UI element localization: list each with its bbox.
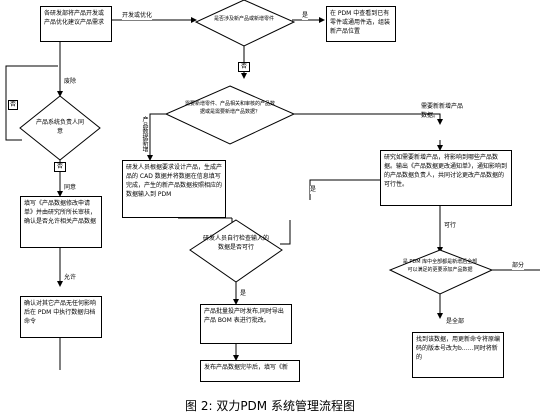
dev-design-text: 研发人员根据要求设计产品，生成产品的 CAD 数据并将数据在信息填写完成，产生的… bbox=[126, 164, 223, 198]
confirm-change-text: 确认对其它产品无任何影响后在 PDM 中执行数据归档命令 bbox=[24, 300, 97, 325]
research-node: 研究如需要新增产品，将影响到哪些产品数据。输出《产品数据更改通知单》，通知影响到… bbox=[380, 150, 512, 206]
decision-need-new-text: 需要新增零件、产品相关和审核的产品数据或是需要新增产品数据？ bbox=[184, 101, 275, 115]
label-no-2: 否 bbox=[8, 100, 19, 110]
decision-owner-diamond bbox=[19, 95, 101, 161]
start-node: 各研发部将产品开发或产品优化建议产品需求 bbox=[40, 6, 112, 42]
label-yes-2: 是 bbox=[310, 186, 317, 194]
label-allow: 允许 bbox=[64, 274, 77, 282]
decision-need-new-diamond bbox=[164, 85, 296, 145]
label-develop-optimize: 开发或优化 bbox=[122, 12, 153, 20]
label-all-yes: 是全部 bbox=[446, 318, 465, 326]
decision-exists-text: 是否涉及新产品或新增零件 bbox=[213, 16, 274, 22]
pdm-query-node: 在 PDM 中查看到已有零件或通用件选，组装新产品位置 bbox=[326, 6, 396, 42]
need-new-product-text: 需要新新增产品数据。 bbox=[421, 103, 464, 119]
fill-form-text: 填写《产品数据修改申请单》并由研究所所长审核，确认是否允许相关产品数据 bbox=[24, 200, 97, 225]
research-text: 研究如需要新增产品，将影响到哪些产品数据。输出《产品数据更改通知单》，通知影响到… bbox=[384, 154, 508, 188]
label-part: 部分 bbox=[512, 262, 525, 270]
label-reject: 废除 bbox=[64, 78, 77, 86]
need-new-product-node: 需要新新增产品数据。 bbox=[418, 100, 468, 124]
decision-pdm-new-diamond bbox=[388, 249, 494, 295]
label-yes-1: 是 bbox=[302, 12, 309, 20]
figure-caption: 图 2: 双力PDM 系统管理流程图 bbox=[185, 399, 355, 413]
label-no-3: 否 bbox=[54, 162, 67, 172]
decision-owner-text: 产品系统负责人同意 bbox=[35, 119, 84, 135]
label-agree: 同意 bbox=[64, 184, 77, 192]
pdm-query-text: 在 PDM 中查看到已有零件或通用件选，组装新产品位置 bbox=[330, 10, 391, 35]
start-node-text: 各研发部将产品开发或产品优化建议产品需求 bbox=[44, 10, 105, 26]
find-data-text: 找到该数据，用更新命令将原编码的版本号改为b……同时将新的 bbox=[416, 336, 501, 361]
decision-check-text: 研发人员自行检查输入的数据是否可行 bbox=[202, 235, 269, 251]
confirm-change-node: 确认对其它产品无任何影响后在 PDM 中执行数据归档命令 bbox=[20, 296, 102, 338]
decision-check-diamond bbox=[189, 219, 283, 283]
label-product-new: 产品数据新增 bbox=[141, 116, 148, 152]
batch-release-node: 产品批量投产时发布,同时导出产品 BOM 表进行批改。 bbox=[200, 304, 292, 344]
find-data-node: 找到该数据，用更新命令将原编码的版本号改为b……同时将新的 bbox=[412, 332, 504, 378]
publish-node: 发布产品数据完毕后，填写《新 bbox=[200, 360, 300, 382]
decision-exists-diamond bbox=[194, 0, 296, 47]
label-no-1: 否 bbox=[238, 62, 251, 72]
label-feasible: 可行 bbox=[444, 222, 457, 230]
batch-release-text: 产品批量投产时发布,同时导出产品 BOM 表进行批改。 bbox=[204, 308, 284, 324]
label-yes-3: 是 bbox=[240, 290, 247, 298]
dev-design-node: 研发人员根据要求设计产品，生成产品的 CAD 数据并将数据在信息填写完成，产生的… bbox=[122, 160, 226, 218]
publish-text: 发布产品数据完毕后，填写《新 bbox=[204, 364, 289, 371]
fill-form-node: 填写《产品数据修改申请单》并由研究所所长审核，确认是否允许相关产品数据 bbox=[20, 196, 102, 248]
decision-pdm-new-text: 是 PDM 库中全部都是新增后全部可以满足的更要添加产品数据 bbox=[402, 259, 478, 273]
